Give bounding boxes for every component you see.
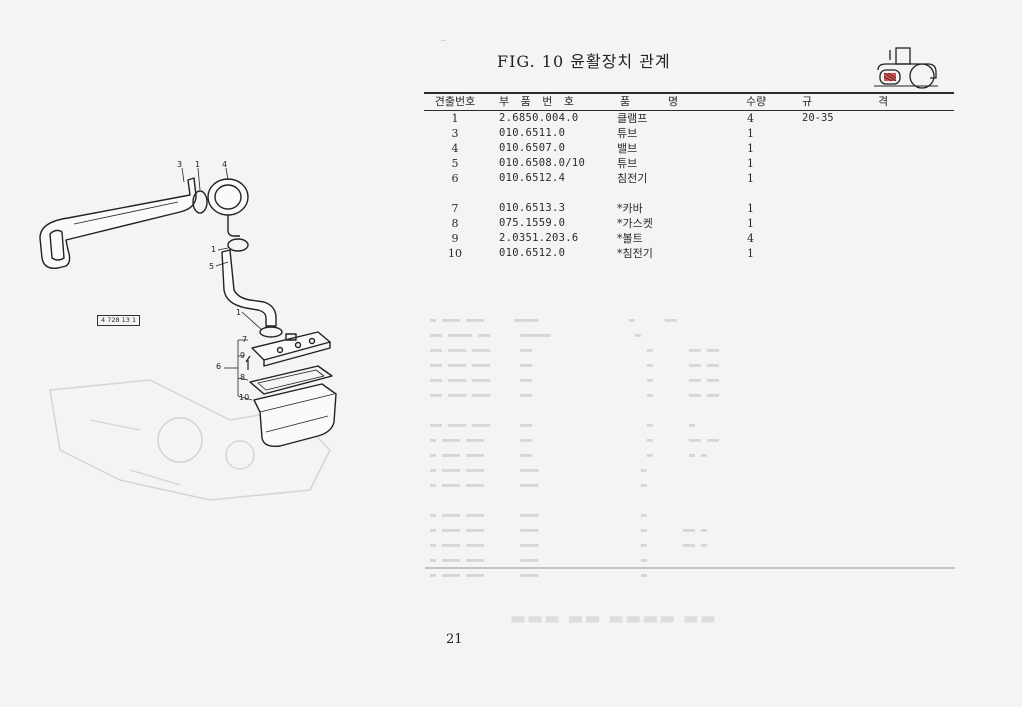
callout-7: 7: [242, 335, 248, 344]
header-name-right: 명: [668, 95, 679, 108]
callout-1: 1: [236, 308, 242, 317]
table-row: 4 010.6507.0 밸브 1: [424, 141, 954, 156]
table-row: 10 010.6512.0 *침전기 1: [424, 246, 954, 261]
callout-4: 4: [222, 160, 228, 169]
row-name: 튜브: [617, 157, 638, 170]
row-name: *가스켓: [617, 217, 653, 230]
row-name: *카바: [617, 202, 643, 215]
row-qty: 1: [747, 127, 754, 140]
callout-3: 3: [177, 160, 183, 169]
row-qty: 1: [747, 142, 754, 155]
bleed-through-rule: [425, 567, 955, 569]
row-name: 밸브: [617, 142, 638, 155]
table-row: 1 2.6850.004.0 클램프 4 20-35: [424, 111, 954, 126]
row-part-number: 075.1559.0: [499, 217, 566, 229]
callout-10: 10: [239, 393, 250, 402]
row-number: 8: [451, 217, 459, 230]
gasket-drawing: [249, 365, 333, 395]
row-part-number: 010.6508.0/10: [499, 157, 586, 169]
row-qty: 1: [747, 157, 754, 170]
sediment-bowl-drawing: [253, 383, 337, 448]
row-part-number: 010.6511.0: [499, 127, 566, 139]
tractor-icon: [874, 47, 938, 89]
row-gap: [424, 186, 954, 201]
row-part-number: 010.6512.4: [499, 172, 566, 184]
corner-mark: ~: [440, 36, 447, 45]
row-number: 1: [451, 112, 459, 125]
parts-table: 견출번호 부 품 번 호 품 명 수량 규 격 1 2.6850.004.0 클…: [424, 92, 954, 261]
row-qty: 1: [747, 217, 754, 230]
row-qty: 1: [747, 172, 754, 185]
row-part-number: 2.6850.004.0: [499, 112, 579, 124]
table-row: 9 2.0351.203.6 *볼트 4: [424, 231, 954, 246]
table-top-rule: [424, 92, 954, 94]
row-spec: 20-35: [802, 112, 834, 124]
table-row: 6 010.6512.4 침전기 1: [424, 171, 954, 186]
table-row: 3 010.6511.0 튜브 1: [424, 126, 954, 141]
row-name: 튜브: [617, 127, 638, 140]
lubrication-parts-diagram: [39, 167, 337, 448]
callout-1: 1: [211, 245, 217, 254]
header-number: 견출번호: [434, 95, 476, 108]
row-qty: 4: [747, 232, 754, 245]
bleed-through-title: ▬▬▬ ▬▬ ▬▬▬▬ ▬▬: [510, 610, 717, 630]
bleed-through-text: ▬ ▬▬▬ ▬▬▬ ▬▬▬▬ ▬ ▬▬ ▬▬ ▬▬▬▬ ▬▬ ▬▬▬▬▬ ▬ ▬…: [430, 315, 719, 581]
row-number: 5: [451, 157, 459, 170]
bolt-drawing: [245, 355, 251, 370]
clamp-low-drawing: [259, 326, 283, 338]
tube-drawing: [221, 249, 277, 327]
figure-reference-code: 4 728 13 1: [97, 315, 141, 326]
row-number: 9: [451, 232, 459, 245]
callout-5: 5: [209, 262, 215, 271]
row-name: *침전기: [617, 247, 653, 260]
row-number: 10: [448, 247, 462, 260]
callout-8: 8: [240, 373, 246, 382]
row-number: 7: [451, 202, 459, 215]
breather-tube-drawing: [39, 177, 197, 269]
table-row: 5 010.6508.0/10 튜브 1: [424, 156, 954, 171]
row-part-number: 010.6507.0: [499, 142, 566, 154]
callout-1: 1: [195, 160, 201, 169]
row-name: 침전기: [617, 172, 648, 185]
row-number: 6: [451, 172, 459, 185]
clamp-mid-drawing: [227, 238, 249, 252]
row-part-number: 010.6513.3: [499, 202, 566, 214]
table-header-rule: [424, 110, 954, 111]
row-part-number: 010.6512.0: [499, 247, 566, 259]
header-name-left: 품: [620, 95, 631, 108]
header-spec-right: 격: [878, 95, 889, 108]
table-row: 7 010.6513.3 *카바 1: [424, 201, 954, 216]
header-spec-left: 규: [802, 95, 813, 108]
page-number: 21: [446, 632, 463, 647]
callout-6: 6: [216, 362, 222, 371]
row-qty: 1: [747, 202, 754, 215]
row-number: 3: [451, 127, 459, 140]
table-header: 견출번호 부 품 번 호 품 명 수량 규 격: [424, 94, 954, 110]
row-qty: 4: [747, 112, 754, 125]
clamp-top-drawing: [192, 190, 208, 214]
figure-title: FIG. 10 윤활장치 관계: [497, 52, 671, 71]
row-name: *볼트: [617, 232, 643, 245]
header-part-number: 부 품 번 호: [499, 95, 578, 108]
row-qty: 1: [747, 247, 754, 260]
callout-9: 9: [240, 351, 246, 360]
row-number: 4: [451, 142, 459, 155]
row-part-number: 2.0351.203.6: [499, 232, 579, 244]
table-row: 8 075.1559.0 *가스켓 1: [424, 216, 954, 231]
header-qty: 수량: [746, 95, 767, 108]
row-name: 클램프: [617, 112, 648, 125]
